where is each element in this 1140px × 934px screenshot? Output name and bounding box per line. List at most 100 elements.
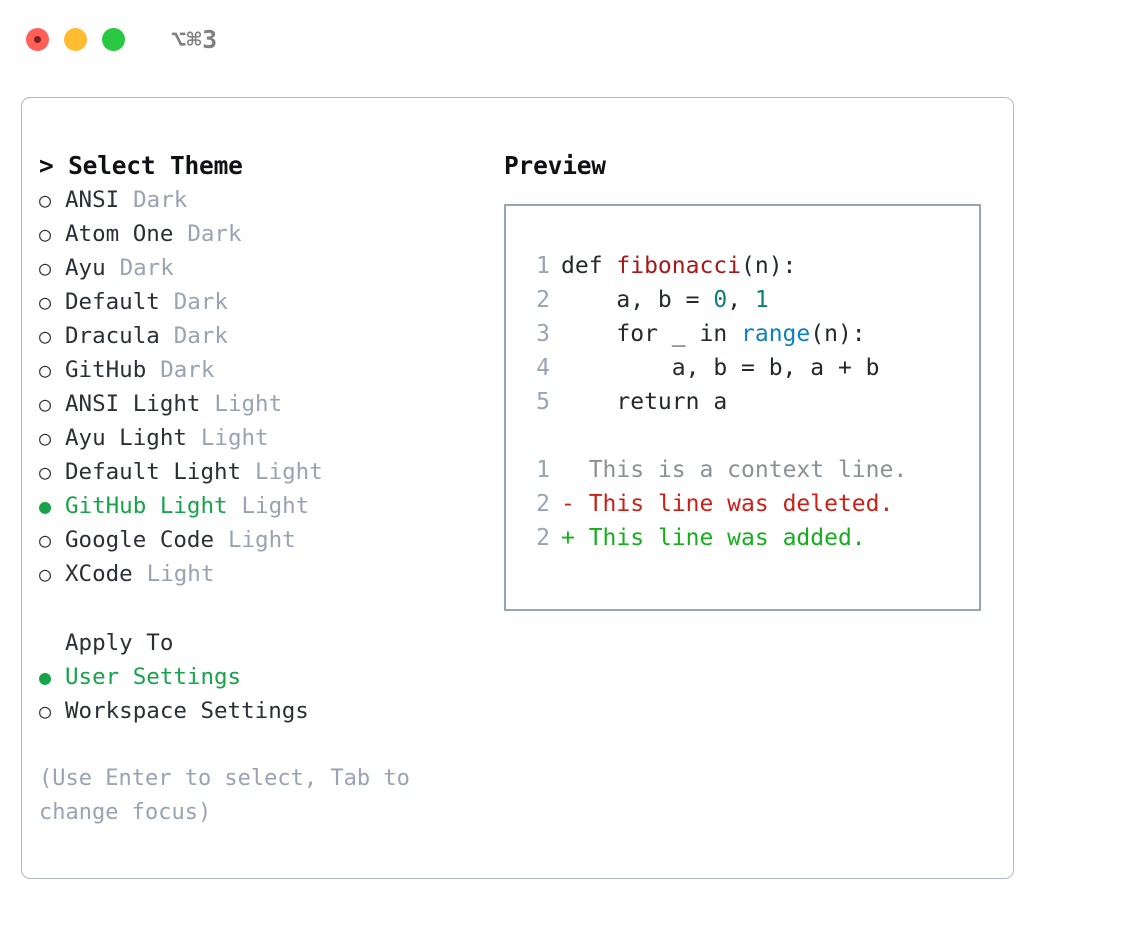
code-line-text: a, b = 0, 1 xyxy=(561,283,769,317)
radio-unselected-icon[interactable]: ○ xyxy=(39,256,52,280)
theme-option-default[interactable]: ○ Default Dark xyxy=(39,285,500,319)
theme-option-variant: Light xyxy=(241,493,310,519)
code-token-num: 0 xyxy=(713,287,728,313)
diff-marker: - xyxy=(561,491,589,517)
radio-unselected-icon[interactable]: ○ xyxy=(39,324,52,348)
line-number: 5 xyxy=(536,389,550,415)
theme-option-variant: Light xyxy=(255,459,323,485)
line-number: 1 xyxy=(536,457,550,483)
window-title: ⌥⌘3 xyxy=(171,24,218,54)
theme-option-variant: Light xyxy=(227,527,296,553)
theme-option-github[interactable]: ○ GitHub Dark xyxy=(39,353,500,387)
theme-option-ayu[interactable]: ○ Ayu Dark xyxy=(39,251,500,285)
line-number: 3 xyxy=(536,321,550,347)
theme-option-label: Atom One xyxy=(65,221,174,247)
minimize-button[interactable] xyxy=(64,27,87,51)
theme-option-variant: Dark xyxy=(119,255,174,281)
radio-unselected-icon[interactable]: ○ xyxy=(39,460,52,484)
theme-option-label: Ayu Light xyxy=(65,425,187,451)
code-token-num: 1 xyxy=(754,287,769,313)
theme-option-atom-one[interactable]: ○ Atom One Dark xyxy=(39,217,500,251)
diff-line-text: This line was added. xyxy=(588,525,866,551)
select-theme-header: > Select Theme xyxy=(39,151,243,180)
apply-to-option-workspace-settings[interactable]: ○ Workspace Settings xyxy=(39,694,500,728)
close-button[interactable] xyxy=(26,27,49,51)
theme-option-variant: Dark xyxy=(160,357,215,383)
code-line-text: return a xyxy=(561,385,727,419)
radio-unselected-icon[interactable]: ○ xyxy=(39,188,52,212)
code-token-plain: (n): xyxy=(810,321,866,347)
theme-option-ansi-light[interactable]: ○ ANSI Light Light xyxy=(39,387,500,421)
radio-unselected-icon[interactable]: ○ xyxy=(39,528,52,552)
theme-option-label: GitHub xyxy=(65,357,147,383)
radio-unselected-icon[interactable]: ○ xyxy=(39,358,52,382)
radio-unselected-icon[interactable]: ○ xyxy=(39,222,52,246)
theme-option-label: ANSI Light xyxy=(65,391,201,417)
theme-option-variant: Light xyxy=(200,425,269,451)
diff-sample: 1 This is a context line.2- This line wa… xyxy=(524,453,979,555)
radio-selected-icon[interactable]: ● xyxy=(39,494,52,518)
apply-to-header: Apply To xyxy=(65,630,174,656)
code-token-plain: a, b = b, a + b xyxy=(561,355,880,381)
keyboard-hint: (Use Enter to select, Tab to change focu… xyxy=(39,766,410,825)
theme-option-ayu-light[interactable]: ○ Ayu Light Light xyxy=(39,421,500,455)
theme-option-label: Ayu xyxy=(65,255,106,281)
theme-option-xcode[interactable]: ○ XCode Light xyxy=(39,557,500,591)
theme-option-label: XCode xyxy=(65,561,133,587)
line-number: 1 xyxy=(536,253,550,279)
theme-option-variant: Dark xyxy=(133,187,188,213)
code-token-plain: a, b = xyxy=(561,287,714,313)
code-token-plain: def xyxy=(561,253,617,279)
theme-option-variant: Dark xyxy=(187,221,242,247)
apply-to-list[interactable]: ● User Settings ○ Workspace Settings xyxy=(39,660,500,728)
theme-option-google-code[interactable]: ○ Google Code Light xyxy=(39,523,500,557)
line-number: 2 xyxy=(536,287,550,313)
preview-spacer xyxy=(524,419,979,453)
diff-line: 2- This line was deleted. xyxy=(524,487,979,521)
theme-option-label: Google Code xyxy=(65,527,215,553)
window-controls xyxy=(26,27,125,51)
code-line: 4 a, b = b, a + b xyxy=(524,351,979,385)
code-token-fn: fibonacci xyxy=(616,253,742,279)
code-line-text: for _ in range(n): xyxy=(561,317,866,351)
theme-option-variant: Dark xyxy=(173,289,228,315)
diff-marker xyxy=(561,453,589,487)
radio-unselected-icon[interactable]: ○ xyxy=(39,699,52,723)
apply-to-option-user-settings[interactable]: ● User Settings xyxy=(39,660,500,694)
code-token-plain: for _ in xyxy=(561,321,742,347)
theme-option-label: ANSI xyxy=(65,187,120,213)
line-number: 2 xyxy=(536,491,550,517)
code-token-call: range xyxy=(741,321,811,347)
radio-unselected-icon[interactable]: ○ xyxy=(39,562,52,586)
code-line: 2 a, b = 0, 1 xyxy=(524,283,979,317)
radio-selected-icon[interactable]: ● xyxy=(39,665,52,689)
code-line-text: def fibonacci(n): xyxy=(561,249,796,283)
apply-to-option-label: User Settings xyxy=(65,664,242,690)
diff-line: 2+ This line was added. xyxy=(524,521,979,555)
code-line-text: a, b = b, a + b xyxy=(561,351,880,385)
code-line: 5 return a xyxy=(524,385,979,419)
theme-option-label: Default xyxy=(65,289,160,315)
apply-to-option-label: Workspace Settings xyxy=(65,698,309,724)
radio-unselected-icon[interactable]: ○ xyxy=(39,392,52,416)
diff-line: 1 This is a context line. xyxy=(524,453,979,487)
diff-line-text: This is a context line. xyxy=(588,457,908,483)
theme-option-variant: Light xyxy=(146,561,215,587)
radio-unselected-icon[interactable]: ○ xyxy=(39,290,52,314)
theme-option-label: Dracula xyxy=(65,323,160,349)
maximize-button[interactable] xyxy=(102,27,125,51)
radio-unselected-icon[interactable]: ○ xyxy=(39,426,52,450)
diff-marker: + xyxy=(561,525,589,551)
theme-option-variant: Light xyxy=(214,391,283,417)
theme-option-ansi[interactable]: ○ ANSI Dark xyxy=(39,183,500,217)
code-token-plain: return a xyxy=(561,389,728,415)
